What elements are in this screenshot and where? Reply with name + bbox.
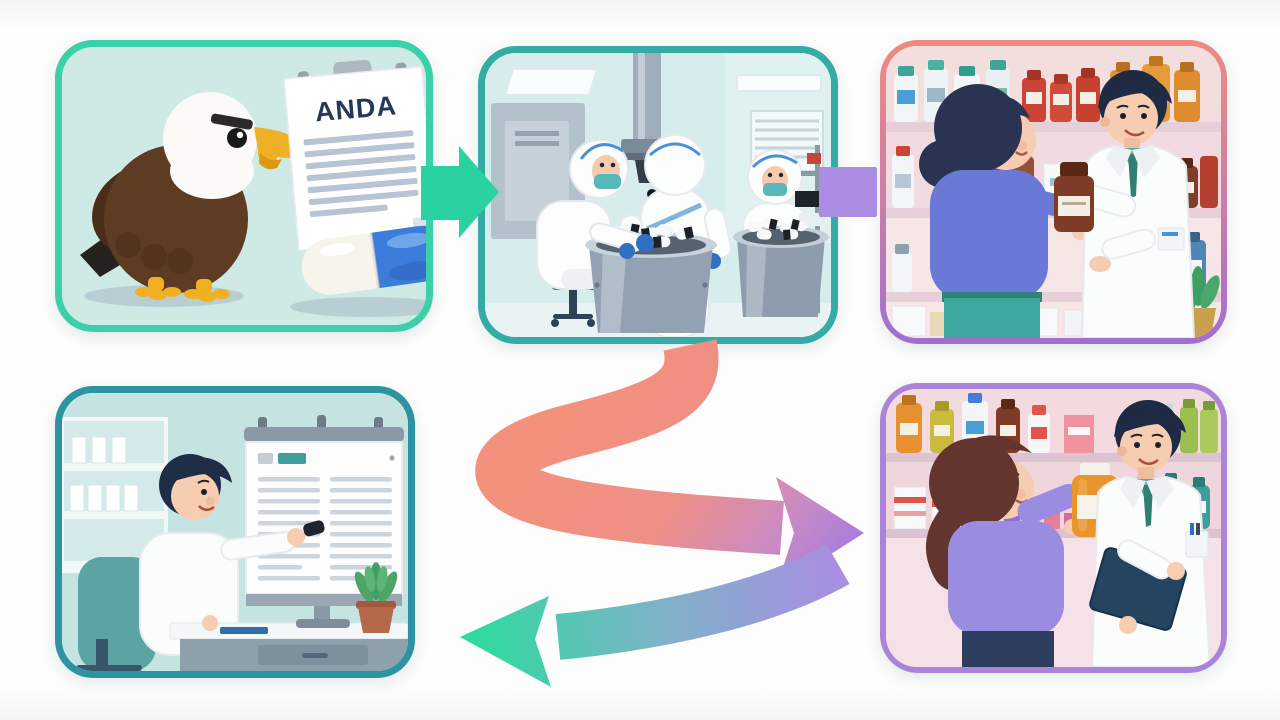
ceiling-light [736, 74, 822, 92]
review-scene [62, 393, 408, 671]
arrow-head [776, 477, 864, 589]
desk-icon [169, 615, 408, 671]
eagle-feet [135, 277, 230, 302]
eagle-icon [80, 92, 301, 302]
counseling-scene [886, 389, 1221, 667]
approval-scene: ANDA [80, 59, 426, 317]
counseling-panel-body [886, 389, 1221, 667]
pharmacy-scene [886, 46, 1221, 338]
capsules-pile [747, 217, 807, 240]
arrow-curve-to-counseling [475, 339, 864, 589]
arrow-head [460, 596, 551, 687]
shelf-bottles [69, 436, 139, 512]
patient-counseling-panel [880, 383, 1227, 673]
shelf-board [886, 292, 1221, 302]
prescription-bottle-icon [1054, 162, 1094, 232]
shelf-board [886, 122, 1221, 132]
manufacturing-scene [485, 53, 831, 337]
capsule-vat-icon [733, 217, 829, 317]
plant-icon [354, 562, 398, 633]
notepad-icon [220, 627, 268, 634]
pharmacy-panel-body [886, 46, 1221, 338]
anda-document-icon: ANDA [283, 59, 426, 252]
manufacturing-panel-body [485, 53, 831, 337]
document-lines [303, 130, 419, 218]
office-chair-icon [76, 557, 156, 671]
shelf-board [886, 453, 1221, 462]
resting-hand [202, 615, 218, 631]
capsule-shadow [290, 297, 426, 317]
pharmacist-icon [1089, 400, 1212, 667]
capsule-manufacturing-panel [478, 46, 838, 344]
arrow-counseling-to-review [460, 543, 850, 687]
worker-gloves [589, 222, 654, 259]
anda-label: ANDA [314, 90, 398, 127]
pharmacy-dispensing-panel [880, 40, 1227, 344]
record-review-panel [55, 386, 415, 678]
fda-anda-approval-panel: ANDA [55, 40, 433, 332]
capsule-icon [301, 225, 426, 295]
review-panel-body [62, 393, 408, 671]
ceiling-light [503, 68, 599, 96]
approval-panel-body: ANDA [62, 47, 426, 325]
lab-equipment-icon [795, 145, 831, 313]
